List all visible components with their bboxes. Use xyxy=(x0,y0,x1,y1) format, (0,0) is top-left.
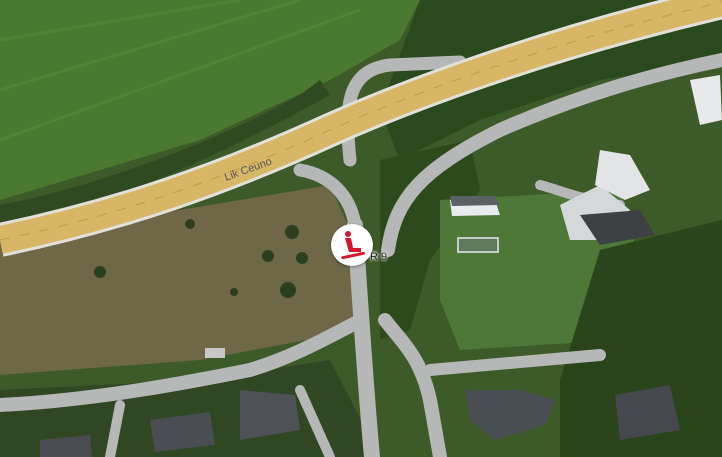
highway xyxy=(0,0,722,257)
building-roof xyxy=(580,210,655,245)
building-roof xyxy=(615,385,680,440)
building-roof xyxy=(150,412,215,452)
buildings xyxy=(40,75,722,457)
building-roof xyxy=(40,435,92,457)
building-roof xyxy=(450,196,500,206)
building xyxy=(595,150,650,200)
forest-bottom-left xyxy=(0,360,380,457)
field-texture xyxy=(0,0,361,142)
pool xyxy=(457,237,499,253)
green-field xyxy=(0,0,420,200)
building-roof xyxy=(240,390,300,440)
field-trees xyxy=(94,219,308,298)
shed xyxy=(205,348,225,358)
hedgerow xyxy=(0,80,330,225)
ski-lift-icon xyxy=(341,231,365,260)
building-roof xyxy=(465,390,555,440)
marker-label: R 9 xyxy=(370,251,388,263)
building xyxy=(690,75,722,125)
forest-bottom-right xyxy=(560,220,722,457)
ski-lift-marker[interactable] xyxy=(331,224,373,266)
